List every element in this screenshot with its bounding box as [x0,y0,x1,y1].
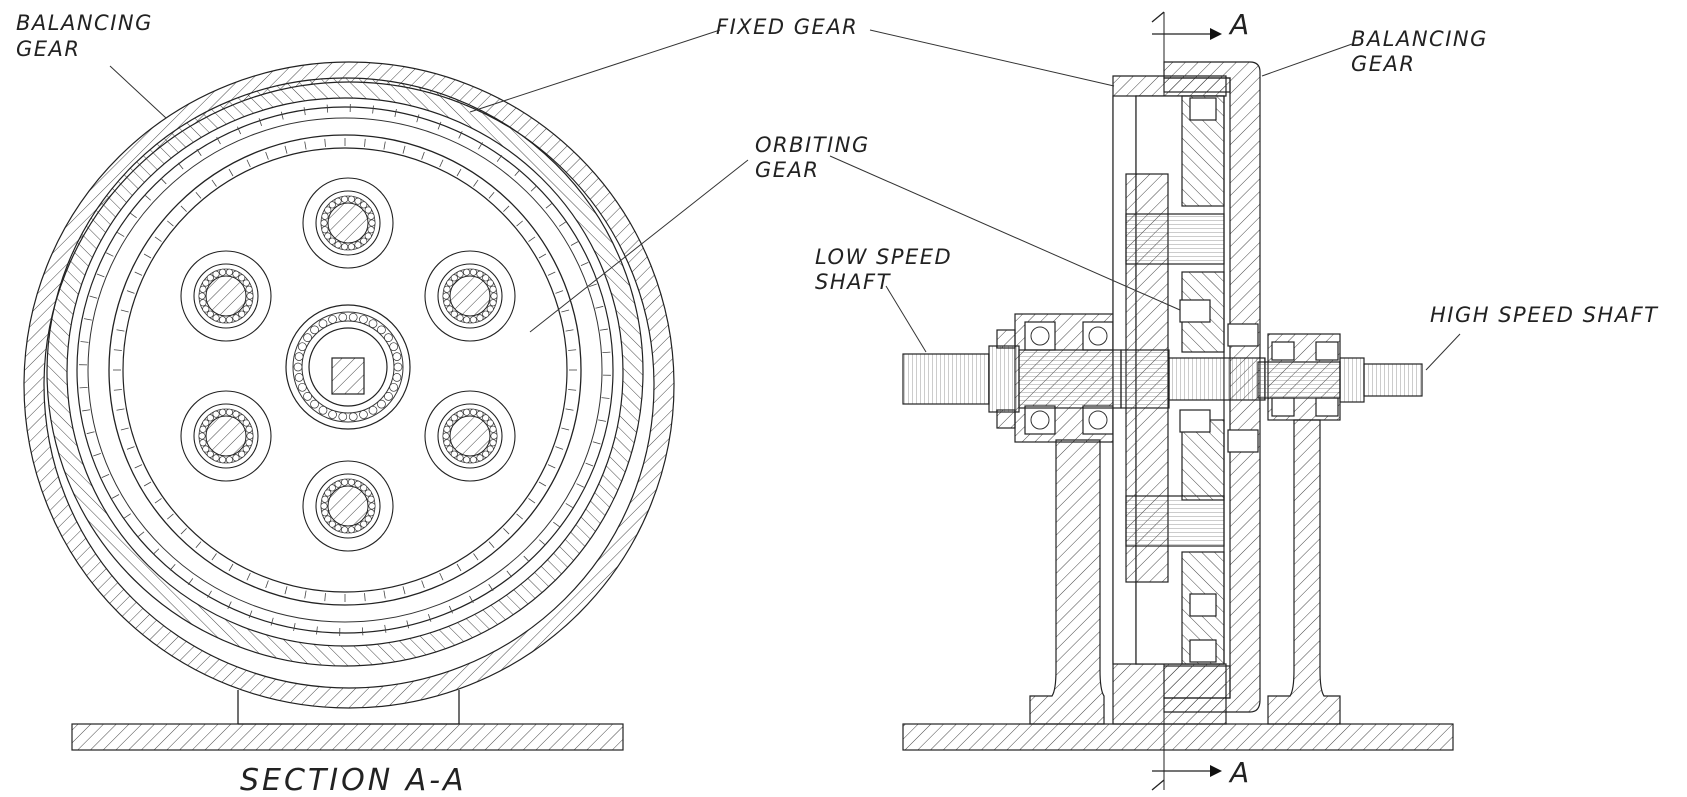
low-speed-shaft [902,353,990,405]
label-section-marker-top: A [1228,8,1251,41]
label-balancing-gear-left-1: BALANCING [16,11,153,35]
balancing-gear-side [1163,61,1261,713]
sun-bearing [285,304,411,430]
leader-lines [109,29,1461,371]
label-high-speed-shaft: HIGH SPEED SHAFT [1430,303,1659,327]
label-section-marker-bottom: A [1228,756,1251,789]
high-speed-shaft [1257,361,1341,399]
label-balancing-gear-left-2: GEAR [16,37,81,61]
left-pedestal [1029,439,1105,725]
planet-bearings [180,177,516,552]
label-fixed-gear: FIXED GEAR [716,15,858,39]
gear-teeth-ticks [79,104,611,636]
label-low-speed-shaft-1: LOW SPEED [815,245,952,269]
label-orbiting-gear-2: GEAR [755,158,820,182]
label-orbiting-gear-1: ORBITING [755,133,870,157]
label-balancing-gear-right-2: GEAR [1351,52,1416,76]
label-balancing-gear-right-1: BALANCING [1351,27,1488,51]
label-section-title: SECTION A-A [240,763,467,797]
section-view [23,61,675,751]
label-low-speed-shaft-2: SHAFT [815,270,892,294]
right-base-plate [902,723,1454,751]
side-view [902,11,1454,791]
right-pedestal [1267,419,1341,725]
fixed-gear-ring [46,77,644,667]
input-shaft-core [1120,349,1170,409]
left-base-plate [71,723,624,751]
